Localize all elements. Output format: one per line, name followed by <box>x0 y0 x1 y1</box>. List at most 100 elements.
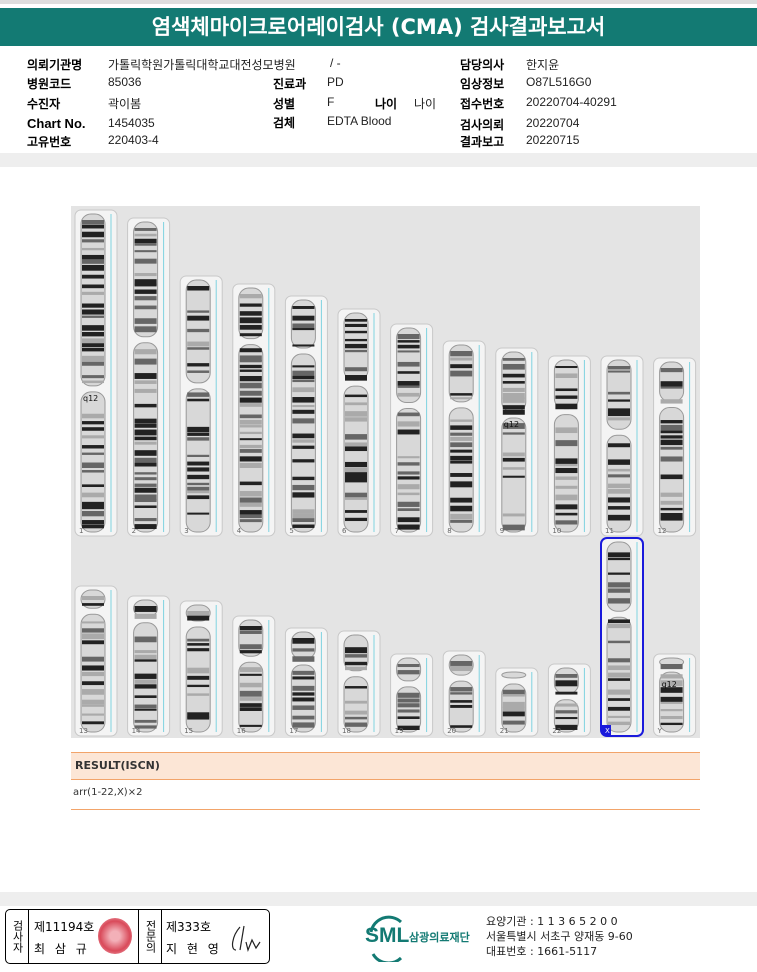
karyogram-svg: 1 q12 2 3 4 5 6 7 8 9 q12 10 11 12 13 14 15 16 17 18 19 20 21 2… <box>74 209 697 737</box>
chromosome-label: 12 <box>658 527 667 535</box>
address: 서울특별시 서초구 양재동 9-60 <box>486 930 633 943</box>
care-number: 요양기관 : 1 1 3 6 5 2 0 0 <box>486 915 618 928</box>
receipt-label: 접수번호 <box>460 97 505 111</box>
chromosome-label: 14 <box>132 727 141 735</box>
dept-label: 진료과 <box>273 77 307 91</box>
hospital-code-value: 85036 <box>108 75 142 89</box>
institution-label: 의뢰기관명 <box>27 58 83 72</box>
chromosome-12[interactable]: 12 <box>653 357 697 537</box>
patient-info: 의뢰기관명 가톨릭학원가톨릭대학교대전성모병원 / - 담당의사 한지윤 병원코… <box>0 0 757 150</box>
chromosome-label: 1 <box>79 527 83 535</box>
report-date-label: 결과보고 <box>460 135 505 149</box>
specialist-name: 지 현 영 <box>166 942 222 956</box>
chromosome-label: 20 <box>447 727 456 735</box>
chart-no-label: Chart No. <box>27 116 86 131</box>
chromosome-6[interactable]: 6 <box>337 308 381 537</box>
institution-value: 가톨릭학원가톨릭대학교대전성모병원 <box>108 58 296 72</box>
request-value: 20220704 <box>526 116 580 130</box>
chromosome-label: 16 <box>237 727 246 735</box>
band-label: q12 <box>662 680 677 689</box>
section-divider <box>0 153 757 167</box>
age-value: 나이 <box>414 97 437 111</box>
chromosome-label: 15 <box>184 727 193 735</box>
chromosome-14[interactable]: 14 <box>127 595 171 737</box>
chromosome-2[interactable]: 2 <box>127 217 171 537</box>
chromosome-label: 5 <box>289 527 293 535</box>
chromosome-label: 7 <box>395 527 399 535</box>
chromosome-label: 17 <box>289 727 298 735</box>
signature-icon <box>231 925 261 952</box>
chromosome-20[interactable]: 20 <box>442 650 486 737</box>
chromosome-label: 6 <box>342 527 347 535</box>
chromosome-label: 10 <box>552 527 561 535</box>
chromosome-1[interactable]: 1 q12 <box>74 209 118 537</box>
chromosome-8[interactable]: 8 <box>442 340 486 537</box>
logo-org: 삼광의료재단 <box>409 932 470 944</box>
chromosome-7[interactable]: 7 <box>390 323 434 537</box>
footer-address: 요양기관 : 1 1 3 6 5 2 0 0 서울특별시 서초구 양재동 9-6… <box>486 914 633 959</box>
logo-text: SML <box>365 924 410 947</box>
chromosome-4[interactable]: 4 <box>232 283 276 537</box>
chromosome-16[interactable]: 16 <box>232 615 276 737</box>
chromosome-label: 13 <box>79 727 88 735</box>
chromosome-17[interactable]: 17 <box>284 627 328 737</box>
institution-suffix: / - <box>330 56 341 70</box>
chromosome-3[interactable]: 3 <box>179 275 223 537</box>
chromosome-13[interactable]: 13 <box>74 585 118 737</box>
sex-value: F <box>327 95 335 109</box>
chromosome-label: Y <box>657 727 663 735</box>
examiner-no: 제11194호 <box>34 920 95 934</box>
band-label: q12 <box>504 420 519 429</box>
chart-no-value: 1454035 <box>108 116 155 130</box>
chromosome-label: 19 <box>395 727 404 735</box>
doctor-label: 담당의사 <box>460 58 505 72</box>
chromosome-15[interactable]: 15 <box>179 600 223 737</box>
hospital-code-label: 병원코드 <box>27 77 72 91</box>
specialist-no: 제333호 <box>166 920 211 934</box>
specialist-label: 전문의 <box>139 910 162 963</box>
chromosome-X[interactable]: X <box>600 537 644 737</box>
clinical-label: 임상정보 <box>460 77 505 91</box>
phone: 대표번호 : 1661-5117 <box>486 945 598 958</box>
specimen-label: 검체 <box>273 116 296 130</box>
report-title: 염색체마이크로어레이검사 (CMA) 검사결과보고서 <box>0 8 757 46</box>
chromosome-21[interactable]: 21 <box>495 667 539 737</box>
chromosome-10[interactable]: 10 <box>547 355 591 537</box>
chromosome-label: X <box>605 727 610 735</box>
chromosome-19[interactable]: 19 <box>390 653 434 737</box>
examiner-label: 검사자 <box>6 910 29 963</box>
chromosome-label: 18 <box>342 727 351 735</box>
logo-arc-icon <box>369 915 403 962</box>
sex-label: 성별 <box>273 97 296 111</box>
chromosome-22[interactable]: 22 <box>547 663 591 737</box>
chromosome-label: 8 <box>447 527 451 535</box>
chromosome-label: 3 <box>184 527 188 535</box>
result-header: RESULT(ISCN) <box>71 752 700 780</box>
seal-icon <box>98 918 132 954</box>
receipt-value: 20220704-40291 <box>526 95 617 109</box>
chromosome-label: 21 <box>500 727 509 735</box>
chromosome-label: 9 <box>500 527 504 535</box>
karyogram: 1 q12 2 3 4 5 6 7 8 9 q12 10 11 12 13 14 15 16 17 18 19 20 21 2… <box>71 206 700 738</box>
chromosome-18[interactable]: 18 <box>337 630 381 737</box>
specimen-value: EDTA Blood <box>327 114 392 128</box>
age-label: 나이 <box>375 97 398 111</box>
chromosome-label: 11 <box>605 527 614 535</box>
band-label: q12 <box>83 394 98 403</box>
chromosome-11[interactable]: 11 <box>600 355 644 537</box>
unique-label: 고유번호 <box>27 135 72 149</box>
dept-value: PD <box>327 75 344 89</box>
examiner-name: 최 삼 규 <box>34 942 90 956</box>
footer-divider <box>0 892 757 906</box>
chromosome-5[interactable]: 5 <box>284 295 328 537</box>
chromosome-label: 2 <box>132 527 136 535</box>
report-date-value: 20220715 <box>526 133 580 147</box>
chromosome-label: 22 <box>552 727 561 735</box>
result-value: arr(1-22,X)×2 <box>71 780 700 810</box>
top-border <box>0 0 757 4</box>
chromosome-label: 4 <box>237 527 242 535</box>
chromosome-9[interactable]: 9 q12 <box>495 347 539 537</box>
clinical-value: O87L516G0 <box>526 75 592 89</box>
unique-value: 220403-4 <box>108 133 159 147</box>
